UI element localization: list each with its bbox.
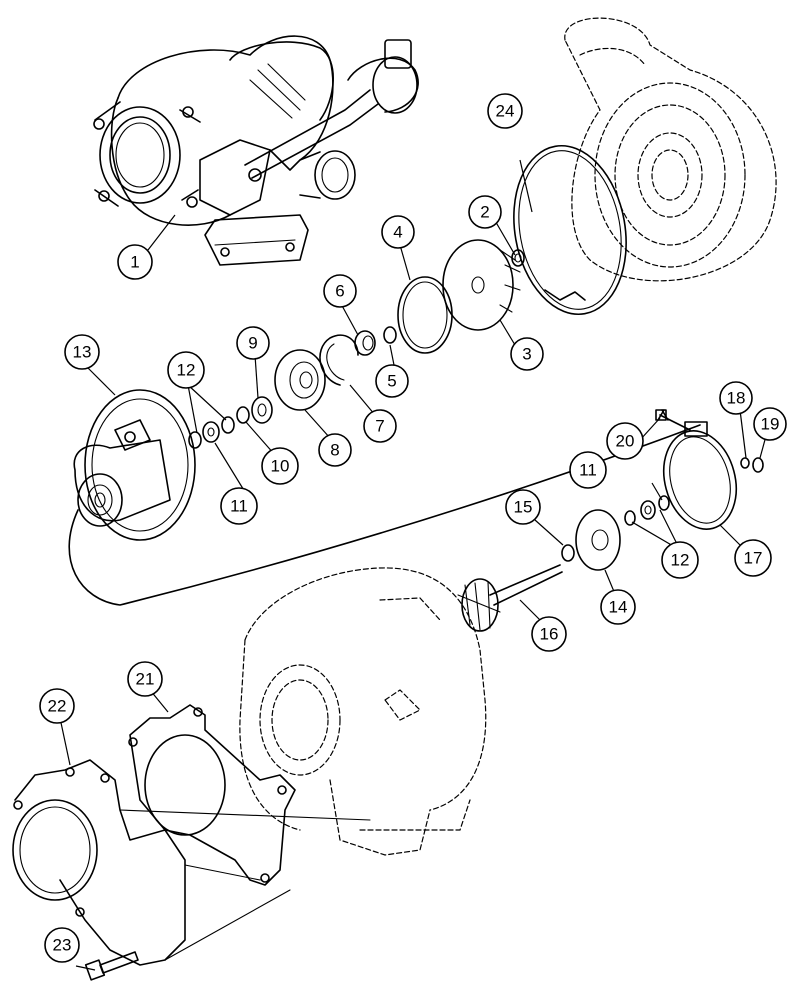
callout-15: 15 [505, 489, 541, 525]
callout-20: 20 [606, 422, 644, 460]
callout-23: 23 [44, 927, 80, 963]
svg-text:12: 12 [177, 361, 196, 380]
clamp-hardware [655, 409, 764, 473]
callout-6: 6 [323, 274, 357, 308]
callout-11-right: 11 [569, 451, 607, 489]
turbine-housing-phantom [239, 567, 487, 856]
thrust-parts-9-10 [236, 396, 273, 424]
svg-text:19: 19 [761, 415, 780, 434]
svg-text:24: 24 [496, 102, 515, 121]
bolt-23 [84, 951, 139, 981]
svg-text:23: 23 [53, 936, 72, 955]
callout-2: 2 [468, 195, 502, 229]
svg-text:18: 18 [727, 389, 746, 408]
svg-text:20: 20 [616, 432, 635, 451]
svg-text:11: 11 [579, 461, 597, 480]
ring-5 [383, 326, 397, 344]
callout-12-right: 12 [661, 541, 699, 579]
center-housing-13 [68, 389, 701, 606]
callout-13: 13 [64, 334, 100, 370]
callout-16: 16 [531, 616, 567, 652]
svg-text:1: 1 [130, 253, 139, 272]
svg-text:17: 17 [744, 549, 763, 568]
bearing-parts-left [188, 416, 235, 449]
callout-18: 18 [719, 381, 753, 415]
outlet-elbow-22 [12, 759, 371, 966]
svg-text:8: 8 [330, 441, 339, 460]
svg-text:4: 4 [393, 223, 402, 242]
o-ring-4 [397, 276, 453, 354]
callout-4: 4 [381, 215, 415, 249]
callout-21: 21 [127, 661, 163, 697]
callout-5: 5 [375, 364, 409, 398]
svg-text:10: 10 [271, 457, 290, 476]
heat-shield-14 [575, 509, 621, 571]
callout-12-left: 12 [167, 351, 205, 389]
callout-22: 22 [39, 688, 75, 724]
snap-ring-24 [513, 144, 627, 316]
callout-1: 1 [117, 244, 153, 280]
seal-ring-15 [561, 544, 575, 562]
svg-text:12: 12 [671, 551, 690, 570]
insert-8 [274, 349, 326, 411]
callout-11-left: 11 [220, 487, 258, 525]
callout-3: 3 [510, 337, 544, 371]
bearing-parts-right [624, 495, 670, 526]
turbocharger-assembly [93, 35, 419, 266]
svg-text:7: 7 [375, 417, 384, 436]
svg-text:3: 3 [522, 345, 531, 364]
svg-text:14: 14 [609, 598, 628, 617]
callout-17: 17 [734, 539, 772, 577]
gasket-21 [128, 704, 296, 886]
turbine-wheel-shaft-16 [457, 564, 563, 632]
callout-14: 14 [600, 589, 636, 625]
callout-9: 9 [236, 326, 270, 360]
v-band-clamp-17 [663, 421, 737, 530]
svg-text:16: 16 [540, 625, 559, 644]
callout-19: 19 [753, 407, 787, 441]
callout-24: 24 [487, 93, 523, 129]
svg-text:6: 6 [335, 282, 344, 301]
svg-text:11: 11 [230, 497, 248, 516]
compressor-wheel-3 [442, 239, 521, 331]
svg-text:5: 5 [387, 372, 396, 391]
compressor-cover-phantom [564, 17, 777, 282]
callout-10: 10 [261, 447, 299, 485]
svg-text:13: 13 [73, 343, 92, 362]
callout-8: 8 [318, 433, 352, 467]
svg-text:22: 22 [48, 697, 67, 716]
callout-7: 7 [363, 409, 397, 443]
leader-lines [59, 159, 767, 971]
svg-text:15: 15 [514, 498, 533, 517]
svg-text:9: 9 [248, 334, 257, 353]
snap-ring-7 [319, 334, 359, 386]
svg-text:2: 2 [480, 203, 489, 222]
svg-text:21: 21 [136, 670, 155, 689]
